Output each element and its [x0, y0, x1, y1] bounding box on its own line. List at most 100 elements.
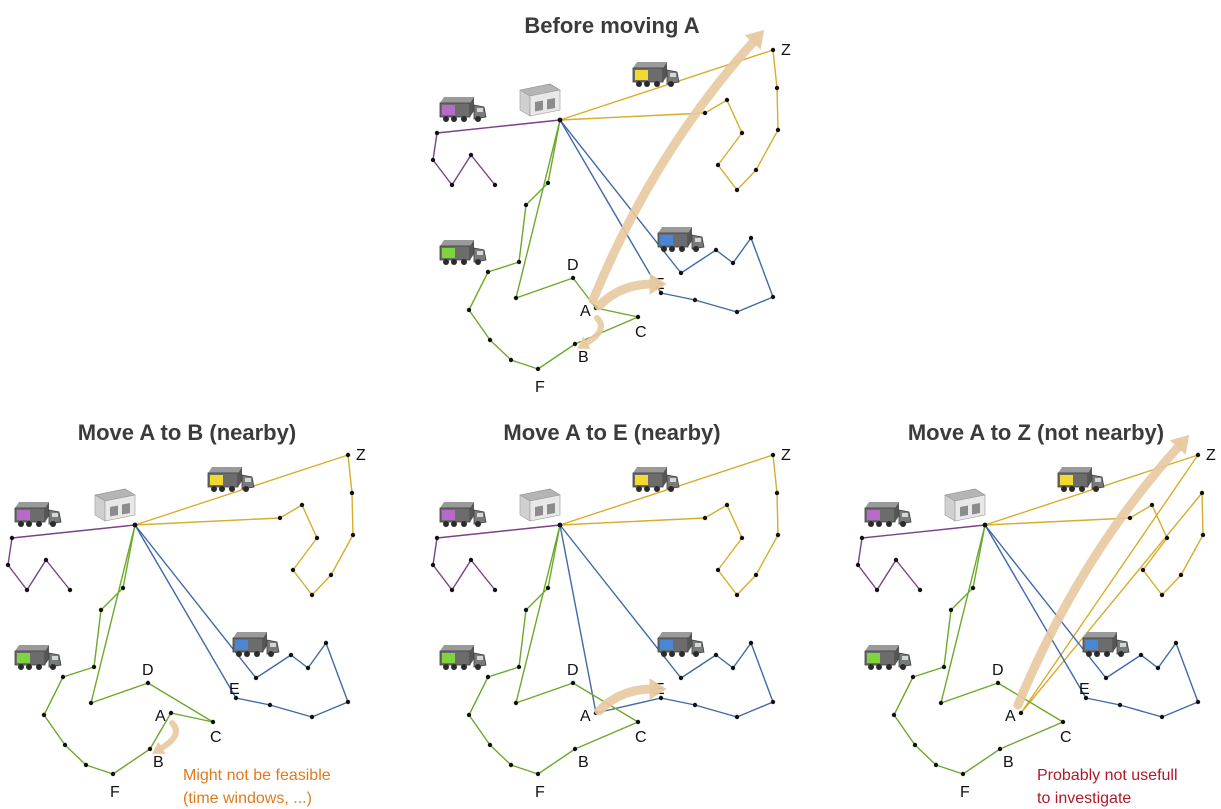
- depot-dot: [557, 117, 563, 123]
- stop-dot: [912, 742, 918, 748]
- route-blue-segment: [660, 292, 696, 301]
- route-green-segment: [147, 682, 214, 723]
- route-yellow-segment: [1142, 569, 1163, 596]
- route-purple-segment: [436, 524, 561, 539]
- stop-dot: [91, 664, 97, 670]
- route-yellow-segment: [559, 112, 706, 121]
- label-f: F: [110, 784, 120, 801]
- route-blue-segment: [134, 524, 237, 699]
- route-blue-segment: [732, 237, 752, 264]
- route-green-segment: [112, 748, 151, 775]
- stop-dot: [434, 535, 440, 541]
- route-green-segment: [468, 309, 491, 341]
- stop-dot: [485, 269, 491, 275]
- route-blue-segment: [559, 524, 682, 679]
- green-truck-icon: [14, 645, 62, 670]
- stop-dot: [309, 714, 315, 720]
- route-stops: [5, 452, 356, 777]
- route-yellow-segment: [726, 99, 743, 134]
- stop-dot: [734, 592, 740, 598]
- stop-dot: [168, 710, 174, 716]
- route-green-segment: [43, 676, 64, 716]
- route-green-segment: [935, 764, 964, 775]
- purple-truck-icon: [439, 502, 487, 527]
- label-a: A: [155, 708, 166, 725]
- route-green-segment: [962, 748, 1001, 775]
- note-time-windows: (time windows, ...): [183, 790, 312, 807]
- stop-dot: [874, 587, 880, 593]
- route-green-segment: [893, 676, 914, 716]
- route-blue-segment: [1105, 654, 1142, 679]
- route-blue-segment: [750, 642, 774, 703]
- stop-dot: [1178, 572, 1184, 578]
- label-a: A: [580, 303, 591, 320]
- route-lines: [7, 454, 354, 775]
- stop-dot: [775, 532, 781, 538]
- route-yellow-segment: [292, 569, 313, 596]
- route-green-segment: [510, 359, 539, 370]
- route-green-segment: [943, 609, 952, 668]
- label-c: C: [210, 729, 222, 746]
- stop-dot: [305, 665, 311, 671]
- label-d: D: [992, 662, 1004, 679]
- stop-dot: [508, 357, 514, 363]
- route-yellow-segment: [717, 132, 743, 166]
- route-yellow-segment: [772, 454, 778, 494]
- purple-truck-icon: [439, 97, 487, 122]
- title-move-a-to-e: Move A to E (nearby): [503, 420, 720, 445]
- green-truck-icon: [439, 240, 487, 265]
- route-green-segment: [525, 182, 549, 206]
- route-yellow-segment: [292, 537, 318, 571]
- route-yellow-segment: [1180, 534, 1204, 576]
- stop-dot: [299, 502, 305, 508]
- stop-dot: [468, 557, 474, 563]
- purple-truck-icon: [14, 502, 62, 527]
- route-blue-segment: [559, 119, 662, 294]
- route-green-segment: [468, 714, 491, 746]
- stop-dot: [492, 182, 498, 188]
- route-green-segment: [912, 666, 945, 678]
- stop-dot: [995, 680, 1001, 686]
- route-green-segment: [518, 609, 527, 668]
- stop-dot: [715, 567, 721, 573]
- route-purple-segment: [26, 559, 47, 591]
- stop-dot: [345, 699, 351, 705]
- stop-dot: [120, 585, 126, 591]
- route-lines: [857, 454, 1204, 775]
- route-blue-segment: [235, 697, 271, 706]
- route-green-segment: [950, 587, 974, 611]
- route-blue-segment: [736, 296, 774, 313]
- route-yellow-segment: [704, 504, 728, 519]
- route-green-segment: [487, 261, 520, 273]
- route-green-segment: [90, 524, 136, 704]
- stop-dot: [430, 562, 436, 568]
- route-blue-segment: [694, 704, 738, 718]
- stop-dot: [570, 275, 576, 281]
- stop-dot: [1199, 490, 1205, 496]
- route-yellow-segment: [755, 129, 779, 171]
- title-move-a-to-z: Move A to Z (not nearby): [908, 420, 1164, 445]
- stop-dot: [1127, 515, 1133, 521]
- stop-dot: [145, 680, 151, 686]
- route-yellow-segment: [134, 454, 349, 526]
- route-yellow-segment: [134, 517, 281, 526]
- route-yellow-segment: [776, 87, 779, 131]
- route-yellow-segment: [717, 569, 738, 596]
- route-green-segment: [997, 682, 1064, 723]
- route-blue-segment: [1119, 704, 1163, 718]
- note-probably-not-useful: Probably not usefull: [1037, 767, 1178, 784]
- stop-dot: [267, 702, 273, 708]
- stop-dot: [487, 742, 493, 748]
- label-c: C: [635, 729, 647, 746]
- route-green-segment: [537, 343, 576, 370]
- label-b: B: [1003, 754, 1014, 771]
- route-yellow-segment: [717, 537, 743, 571]
- route-yellow-segment: [704, 99, 728, 114]
- route-blue-segment: [732, 642, 752, 669]
- route-purple-segment: [451, 559, 472, 591]
- route-stops: [430, 47, 781, 372]
- route-stops: [430, 452, 781, 777]
